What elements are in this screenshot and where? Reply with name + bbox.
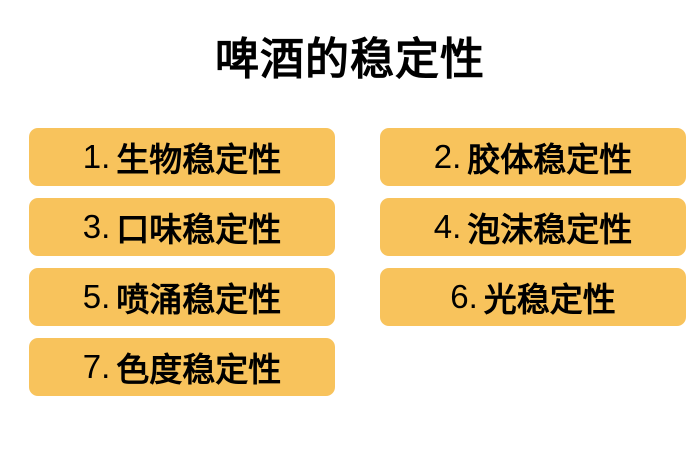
item-colloidal-stability: 2. 胶体稳定性	[380, 128, 686, 186]
item-gushing-stability: 5. 喷涌稳定性	[29, 268, 335, 326]
item-label: 口味稳定性	[116, 210, 282, 249]
item-label: 光稳定性	[483, 280, 616, 319]
item-label: 泡沫稳定性	[467, 210, 633, 249]
item-light-stability: 6. 光稳定性	[380, 268, 686, 326]
diagram-title: 啤酒的稳定性	[215, 34, 485, 85]
item-flavor-stability: 3. 口味稳定性	[29, 198, 335, 256]
item-number: 4.	[433, 208, 462, 245]
item-number: 7.	[82, 348, 111, 385]
item-number: 1.	[82, 138, 111, 175]
item-color-stability: 7. 色度稳定性	[29, 338, 335, 396]
item-number: 2.	[433, 138, 462, 175]
item-label: 色度稳定性	[116, 350, 282, 389]
item-label: 喷涌稳定性	[116, 280, 282, 319]
item-number: 3.	[82, 208, 111, 245]
item-foam-stability: 4. 泡沫稳定性	[380, 198, 686, 256]
item-biological-stability: 1. 生物稳定性	[29, 128, 335, 186]
item-number: 5.	[82, 278, 111, 315]
item-number: 6.	[450, 278, 478, 315]
item-label: 生物稳定性	[116, 140, 282, 179]
item-label: 胶体稳定性	[467, 140, 633, 179]
